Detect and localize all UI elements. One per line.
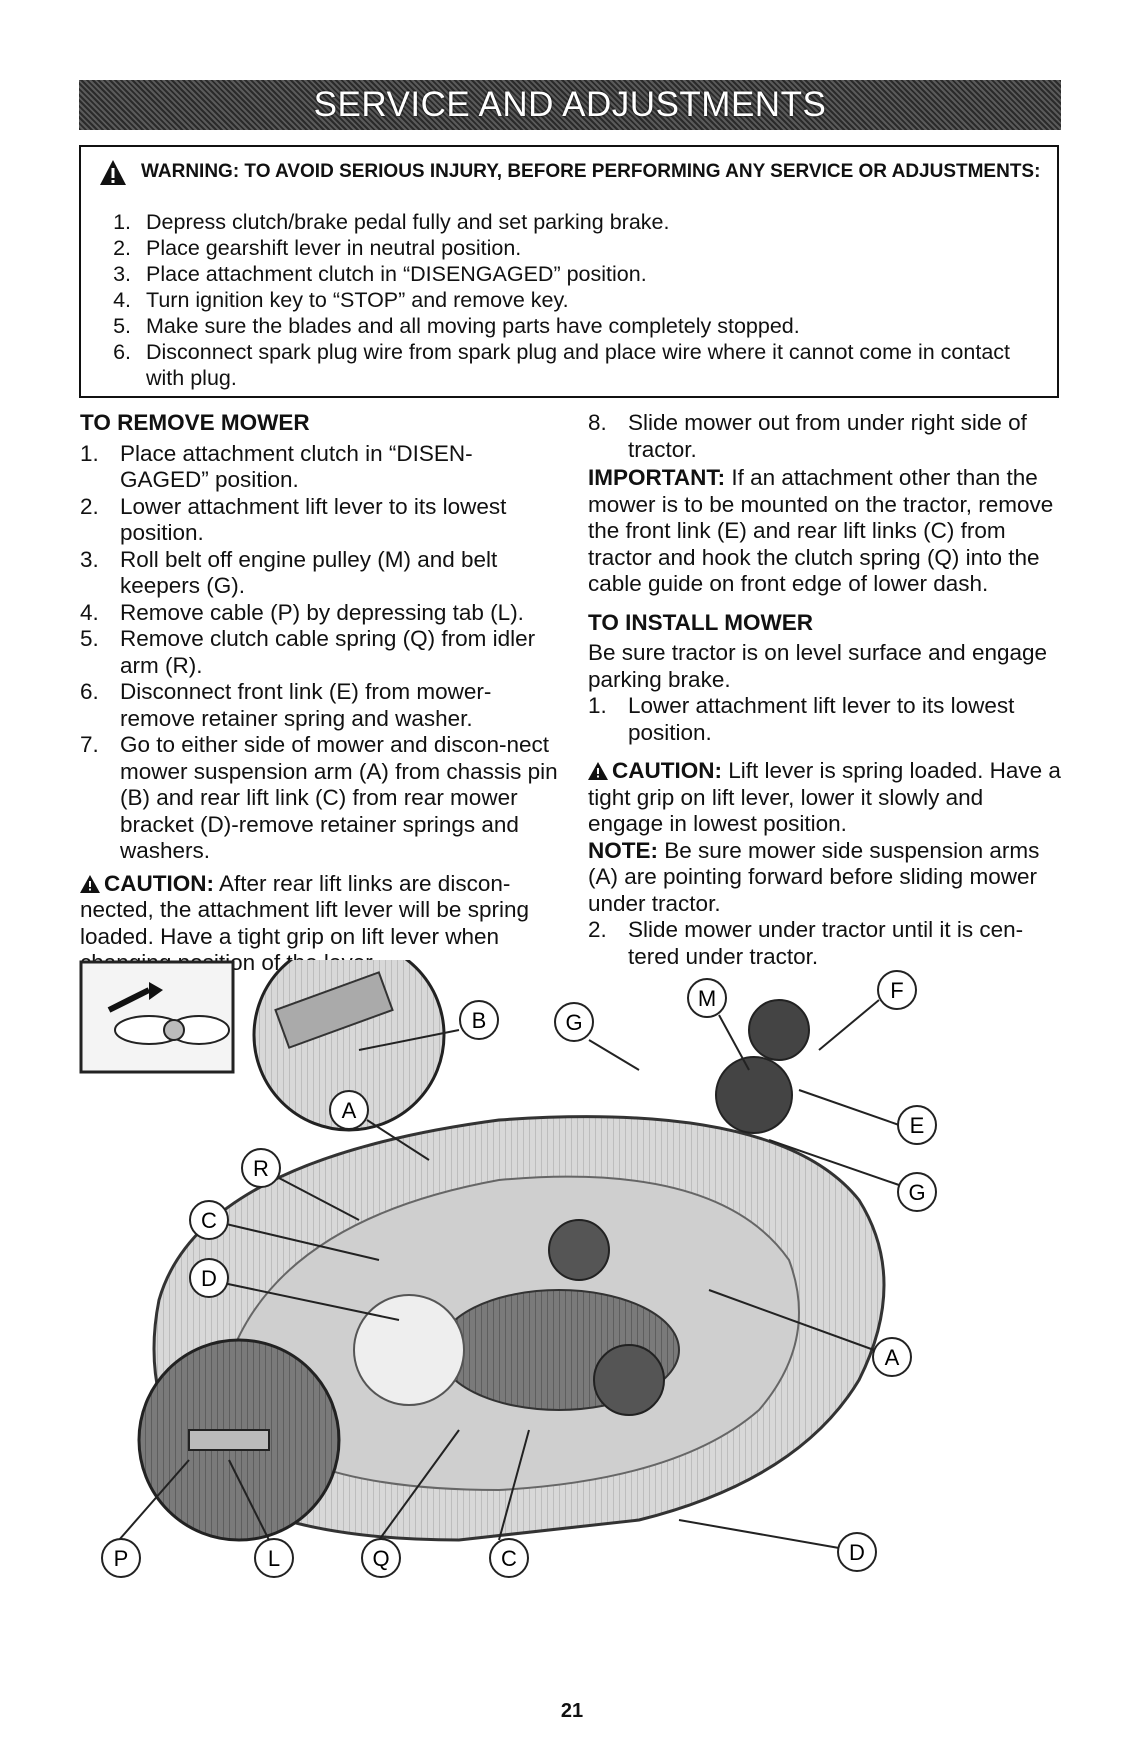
svg-text:G: G (908, 1180, 925, 1205)
remove-step: 2.Lower attachment lift lever to its low… (80, 493, 507, 546)
remove-step: 3.Roll belt off engine pulley (M) and be… (80, 546, 498, 599)
leader-lines (118, 999, 900, 1549)
mower-diagram: B G M F E G A R C D A D P L Q C (79, 960, 937, 1578)
remove-mower-column: TO REMOVE MOWER 1.Place attachment clutc… (80, 410, 560, 977)
inset-lift-lever (79, 960, 235, 1074)
callout-a: A (872, 1337, 912, 1377)
callout-g: G (554, 1002, 594, 1042)
install-note: NOTE: Be sure mower side suspension arms… (588, 837, 1040, 916)
remove-step: 5.Remove clutch cable spring (Q) from id… (80, 626, 536, 678)
callout-g: G (897, 1172, 937, 1212)
svg-text:C: C (501, 1546, 517, 1571)
svg-text:R: R (253, 1156, 269, 1181)
warning-box: WARNING: TO AVOID SERIOUS INJURY, BEFORE… (79, 145, 1059, 398)
callout-f: F (877, 970, 917, 1010)
callout-d: D (837, 1532, 877, 1572)
svg-text:A: A (342, 1098, 357, 1123)
callout-c: C (489, 1538, 529, 1578)
callout-q: Q (361, 1538, 401, 1578)
install-step: 1.Lower attachment lift lever to its low… (588, 693, 1015, 745)
important-note: IMPORTANT: If an attachment other than t… (588, 465, 1054, 596)
warning-item: 4.Turn ignition key to “STOP” and remove… (113, 288, 569, 312)
svg-text:B: B (472, 1008, 487, 1033)
remove-step: 4.Remove cable (P) by depressing tab (L)… (80, 599, 524, 625)
section-banner: SERVICE AND ADJUSTMENTS (79, 80, 1061, 130)
inset-cable (137, 1338, 341, 1542)
caution-triangle-icon (588, 762, 608, 780)
callout-a: A (329, 1090, 369, 1130)
callout-labels: B G M F E G A R C D A D P L Q C (101, 970, 937, 1578)
warning-item: 3.Place attachment clutch in “DISENGAGED… (113, 262, 647, 286)
svg-text:F: F (890, 978, 903, 1003)
remove-steps: 1.Place attachment clutch in “DISEN-GAGE… (80, 441, 560, 865)
svg-text:M: M (698, 986, 716, 1011)
install-step-2: 2.Slide mower under tractor until it is … (588, 917, 1062, 970)
svg-text:A: A (885, 1345, 900, 1370)
remove-mower-heading: TO REMOVE MOWER (80, 410, 310, 435)
svg-text:C: C (201, 1208, 217, 1233)
svg-text:L: L (268, 1546, 280, 1571)
install-column: 8.Slide mower out from under right side … (588, 410, 1062, 970)
install-step-1: 1.Lower attachment lift lever to its low… (588, 693, 1062, 746)
svg-text:D: D (201, 1266, 217, 1291)
page-number: 21 (560, 1700, 584, 1722)
inset-chassis-pin (252, 960, 446, 1132)
remove-step: 8.Slide mower out from under right side … (588, 410, 1027, 462)
warning-item: 6.Disconnect spark plug wire from spark … (113, 340, 1010, 390)
callout-e: E (897, 1105, 937, 1145)
install-step: 2.Slide mower under tractor until it is … (588, 917, 1024, 969)
svg-text:D: D (849, 1540, 865, 1565)
install-mower-heading: TO INSTALL MOWER (588, 609, 813, 635)
callout-c: C (189, 1200, 229, 1240)
callout-p: P (101, 1538, 141, 1578)
callout-d: D (189, 1258, 229, 1298)
remove-step-8: 8.Slide mower out from under right side … (588, 410, 1062, 463)
callout-b: B (459, 1000, 499, 1040)
section-title: SERVICE AND ADJUSTMENTS (313, 85, 827, 124)
warning-heading: WARNING: TO AVOID SERIOUS INJURY, BEFORE… (141, 161, 1041, 182)
svg-text:E: E (910, 1113, 925, 1138)
callout-r: R (241, 1148, 281, 1188)
remove-step: 1.Place attachment clutch in “DISEN-GAGE… (80, 440, 473, 493)
install-intro: Be sure tractor is on level surface and … (588, 640, 1048, 692)
caution-triangle-icon (80, 874, 100, 893)
install-caution: CAUTION: Lift lever is spring loaded. Ha… (588, 758, 1061, 836)
warning-item: 2.Place gearshift lever in neutral posit… (113, 236, 522, 260)
svg-text:G: G (565, 1010, 582, 1035)
callout-l: L (254, 1538, 294, 1578)
warning-triangle-icon (100, 160, 126, 185)
remove-step: 7.Go to either side of mower and discon-… (80, 732, 558, 863)
svg-text:Q: Q (372, 1546, 389, 1571)
remove-step: 6.Disconnect front link (E) from mower-r… (80, 679, 492, 731)
callout-m: M (687, 978, 727, 1018)
warning-list: 1.Depress clutch/brake pedal fully and s… (91, 209, 1046, 391)
warning-item: 1.Depress clutch/brake pedal fully and s… (113, 210, 670, 234)
warning-item: 5.Make sure the blades and all moving pa… (113, 314, 800, 338)
svg-text:P: P (114, 1546, 129, 1571)
